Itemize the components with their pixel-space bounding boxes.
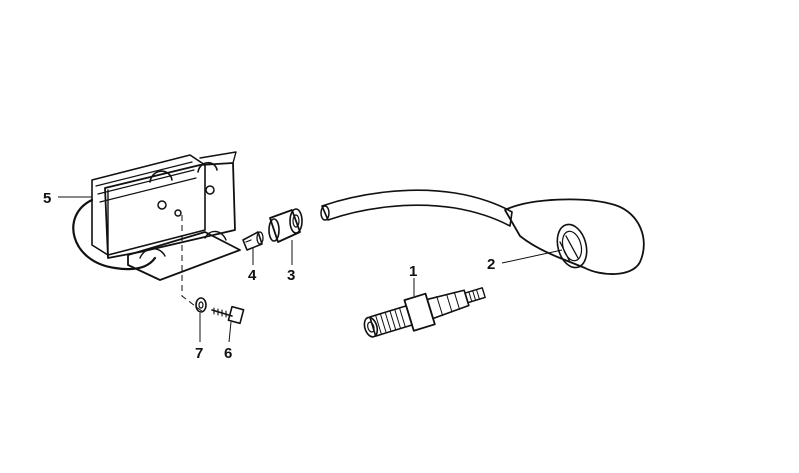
terminal-sleeve-part <box>242 231 264 251</box>
callout-6: 6 <box>224 345 232 362</box>
ignition-lead-part <box>320 189 645 275</box>
washer-part <box>195 297 207 313</box>
leader-6 <box>228 321 232 343</box>
screw-part <box>211 305 245 325</box>
callout-1: 1 <box>409 263 417 280</box>
callout-2: 2 <box>487 256 495 273</box>
callout-3: 3 <box>287 267 295 284</box>
spark-plug-part <box>363 287 486 338</box>
callout-5: 5 <box>43 190 51 207</box>
coil-bracket-part <box>72 151 241 281</box>
leader-2 <box>501 249 563 264</box>
callout-4: 4 <box>248 267 257 284</box>
suppressor-cap-part <box>268 208 303 243</box>
callout-7: 7 <box>195 345 203 362</box>
mounting-axis-line <box>181 215 204 313</box>
